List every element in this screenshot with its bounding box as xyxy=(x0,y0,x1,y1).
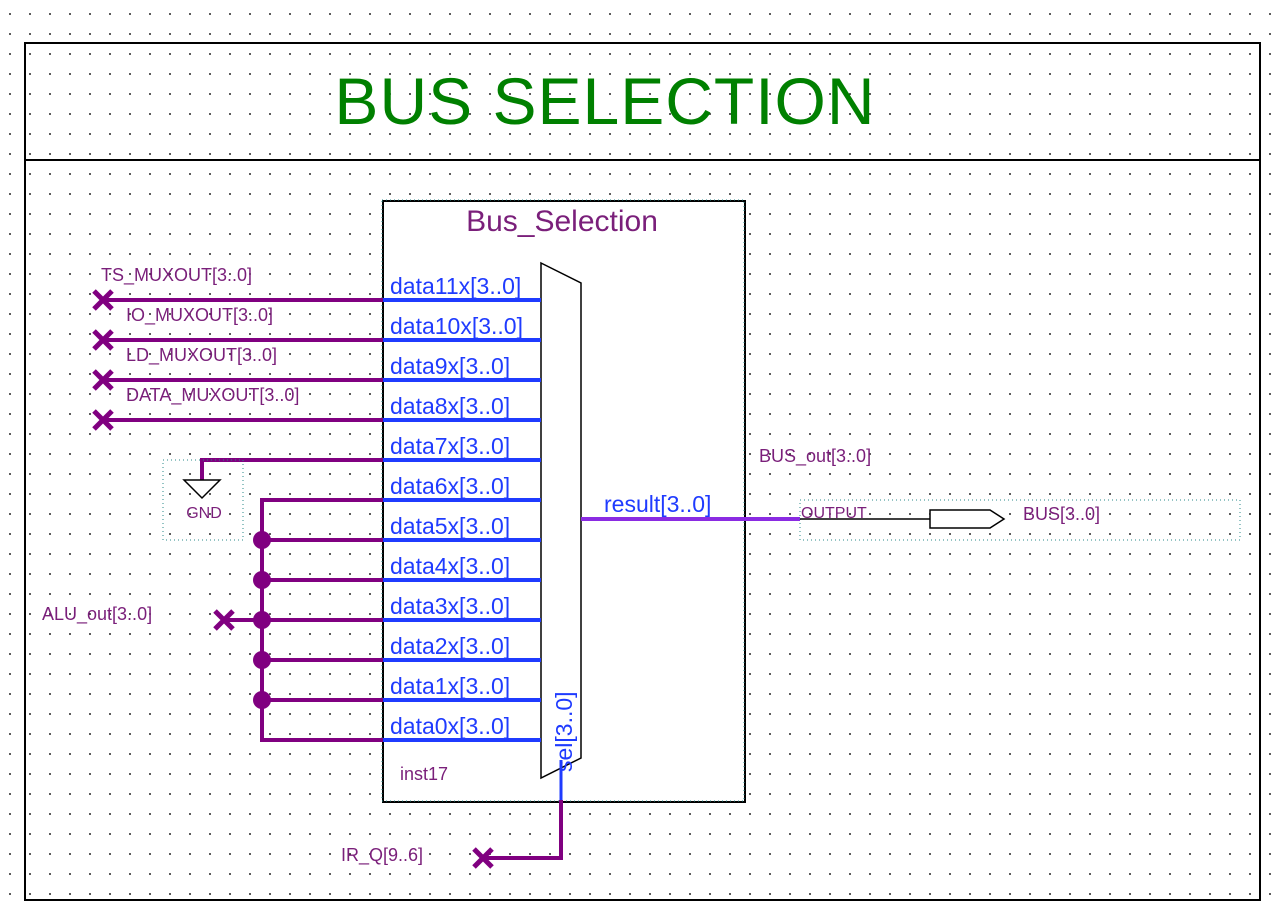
page-title: BUS SELECTION xyxy=(334,64,875,138)
net-label-ir[interactable]: IR_Q[9..6] xyxy=(341,845,423,866)
output-pin-name: BUS[3..0] xyxy=(1023,504,1100,524)
x-icon xyxy=(472,847,494,869)
junction-dot xyxy=(253,651,271,669)
gnd-symbol[interactable]: GND xyxy=(162,459,244,541)
gnd-label: GND xyxy=(186,505,222,522)
input-ports: data11x[3..0] data10x[3..0] data9x[3..0] da… xyxy=(383,273,541,742)
instance-label: inst17 xyxy=(400,764,448,784)
input-port-label: data6x[3..0] xyxy=(390,473,510,499)
junction-dot xyxy=(253,611,271,629)
junction-dot xyxy=(253,531,271,549)
net-label-data[interactable]: DATA_MUXOUT[3..0] xyxy=(126,385,299,406)
input-port-label: data10x[3..0] xyxy=(390,313,523,339)
input-port-label: data8x[3..0] xyxy=(390,393,510,419)
output-pin[interactable]: OUTPUT BUS[3..0] xyxy=(799,499,1241,541)
junction-dot xyxy=(253,691,271,709)
input-port-label: data7x[3..0] xyxy=(390,433,510,459)
output-pin-outline xyxy=(799,499,1241,541)
output-arrow-icon xyxy=(929,509,1006,529)
output-pin-type: OUTPUT xyxy=(801,505,867,522)
wire-gnd[interactable] xyxy=(200,458,383,480)
sheet-frame xyxy=(24,42,1261,901)
input-port-label: data0x[3..0] xyxy=(390,713,510,739)
net-label-ts[interactable]: TS_MUXOUT[3..0] xyxy=(101,265,252,286)
input-port-label: data1x[3..0] xyxy=(390,673,510,699)
x-icon xyxy=(92,409,114,431)
mux-symbol xyxy=(540,261,582,780)
block-name: Bus_Selection xyxy=(466,205,658,238)
x-icon xyxy=(92,289,114,311)
select-port-label: sel[3..0] xyxy=(551,691,577,772)
no-connect-markers xyxy=(92,289,494,869)
net-label-bus-out[interactable]: BUS_out[3..0] xyxy=(759,446,871,467)
x-icon xyxy=(213,609,235,631)
input-port-label: data3x[3..0] xyxy=(390,593,510,619)
input-wires[interactable] xyxy=(103,298,563,860)
ground-icon xyxy=(182,479,222,500)
bus-selection-block[interactable]: Bus_Selection inst17 data11x[3..0] data10… xyxy=(381,199,746,803)
input-port-label: data4x[3..0] xyxy=(390,553,510,579)
wire-ir[interactable] xyxy=(483,800,563,860)
x-icon xyxy=(92,329,114,351)
output-port-label: result[3..0] xyxy=(604,491,711,517)
input-port-label: data5x[3..0] xyxy=(390,513,510,539)
net-label-alu[interactable]: ALU_out[3..0] xyxy=(42,604,152,625)
junction-dot xyxy=(253,571,271,589)
net-label-ld[interactable]: LD_MUXOUT[3..0] xyxy=(126,345,277,366)
x-icon xyxy=(92,369,114,391)
input-port-label: data2x[3..0] xyxy=(390,633,510,659)
gnd-outline xyxy=(162,459,244,541)
input-port-label: data9x[3..0] xyxy=(390,353,510,379)
input-port-label: data11x[3..0] xyxy=(390,273,521,299)
net-label-io[interactable]: IO_MUXOUT[3..0] xyxy=(126,305,273,326)
